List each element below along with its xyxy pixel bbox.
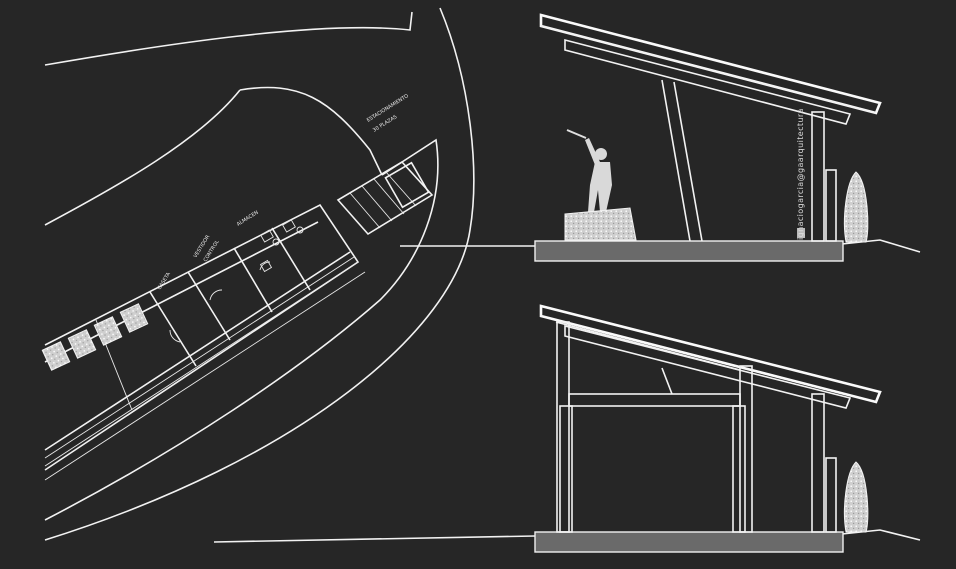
- ground-line-right: [841, 239, 921, 253]
- diagonal-column: [661, 79, 703, 242]
- tee-boxes: [41, 303, 149, 371]
- lintel: [568, 393, 741, 407]
- site-boundary-top: [44, 11, 413, 66]
- right-wall: [811, 393, 825, 533]
- shrub-bottom: [843, 461, 869, 533]
- floor-slab: [534, 240, 844, 262]
- parking-edge: [239, 86, 383, 176]
- golfer-figure: [566, 129, 612, 212]
- shrub-top: [843, 171, 869, 243]
- roof: [539, 13, 882, 115]
- road-edge-inner: [44, 138, 439, 521]
- site-boundary-outer: [44, 7, 475, 541]
- ground-line-right-2: [841, 529, 921, 541]
- site-plan: ESTACIONAMIENTO 30 PLAZAS ALMACEN VESTID…: [41, 7, 475, 541]
- watermark: ignaciogarcia@gaarquitectura: [796, 108, 805, 240]
- floor-slab-2: [534, 531, 844, 553]
- ground-line-left-2: [213, 535, 536, 543]
- middle-wall: [739, 365, 753, 533]
- roof-2: [539, 304, 882, 404]
- hitting-mat: [564, 207, 637, 241]
- section-bottom: [213, 304, 921, 553]
- section-top: ignaciogarcia@gaarquitectura: [400, 13, 921, 262]
- left-wall: [556, 321, 570, 533]
- road-edge-upper: [44, 89, 241, 226]
- storage-label: ALMACEN: [236, 210, 260, 228]
- access-steps: [336, 160, 434, 236]
- rear-column: [811, 111, 825, 242]
